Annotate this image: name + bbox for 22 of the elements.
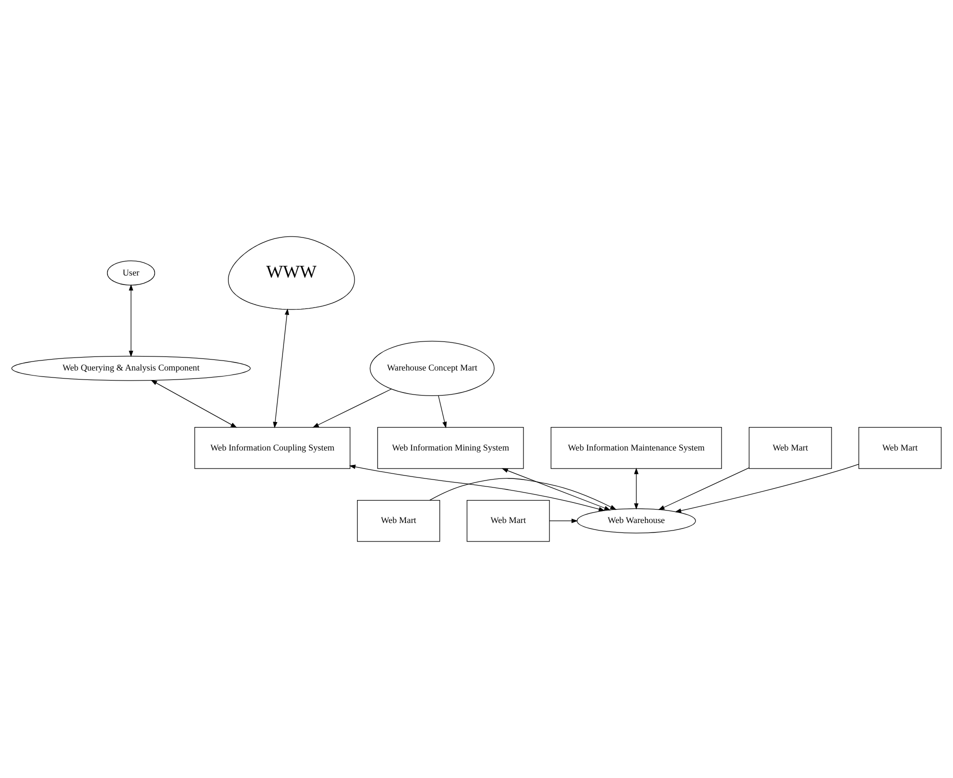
arrow [312, 388, 392, 428]
arrow [150, 380, 238, 428]
arrow [429, 478, 617, 510]
arrow [349, 464, 606, 512]
arrow [634, 468, 638, 510]
arrow [128, 284, 134, 358]
arrow [658, 467, 750, 510]
node-ellipse: User [106, 260, 156, 286]
node-box: Web Information Coupling System [194, 427, 350, 469]
arrow [272, 308, 290, 428]
node-box: Web Mart [466, 500, 550, 542]
node-box: Web Information Maintenance System [550, 427, 722, 469]
node-box: Web Mart [357, 500, 440, 542]
arrow [674, 464, 860, 513]
node-ellipse: Warehouse Concept Mart [370, 340, 495, 396]
node-ellipse: Web Querying & Analysis Component [11, 356, 251, 381]
node-box: Web Information Mining System [377, 427, 524, 469]
arrow [549, 518, 578, 524]
node-box: Web Mart [748, 427, 832, 469]
node-box: Web Mart [858, 427, 942, 469]
arrow [438, 395, 447, 428]
arrow [502, 468, 611, 510]
